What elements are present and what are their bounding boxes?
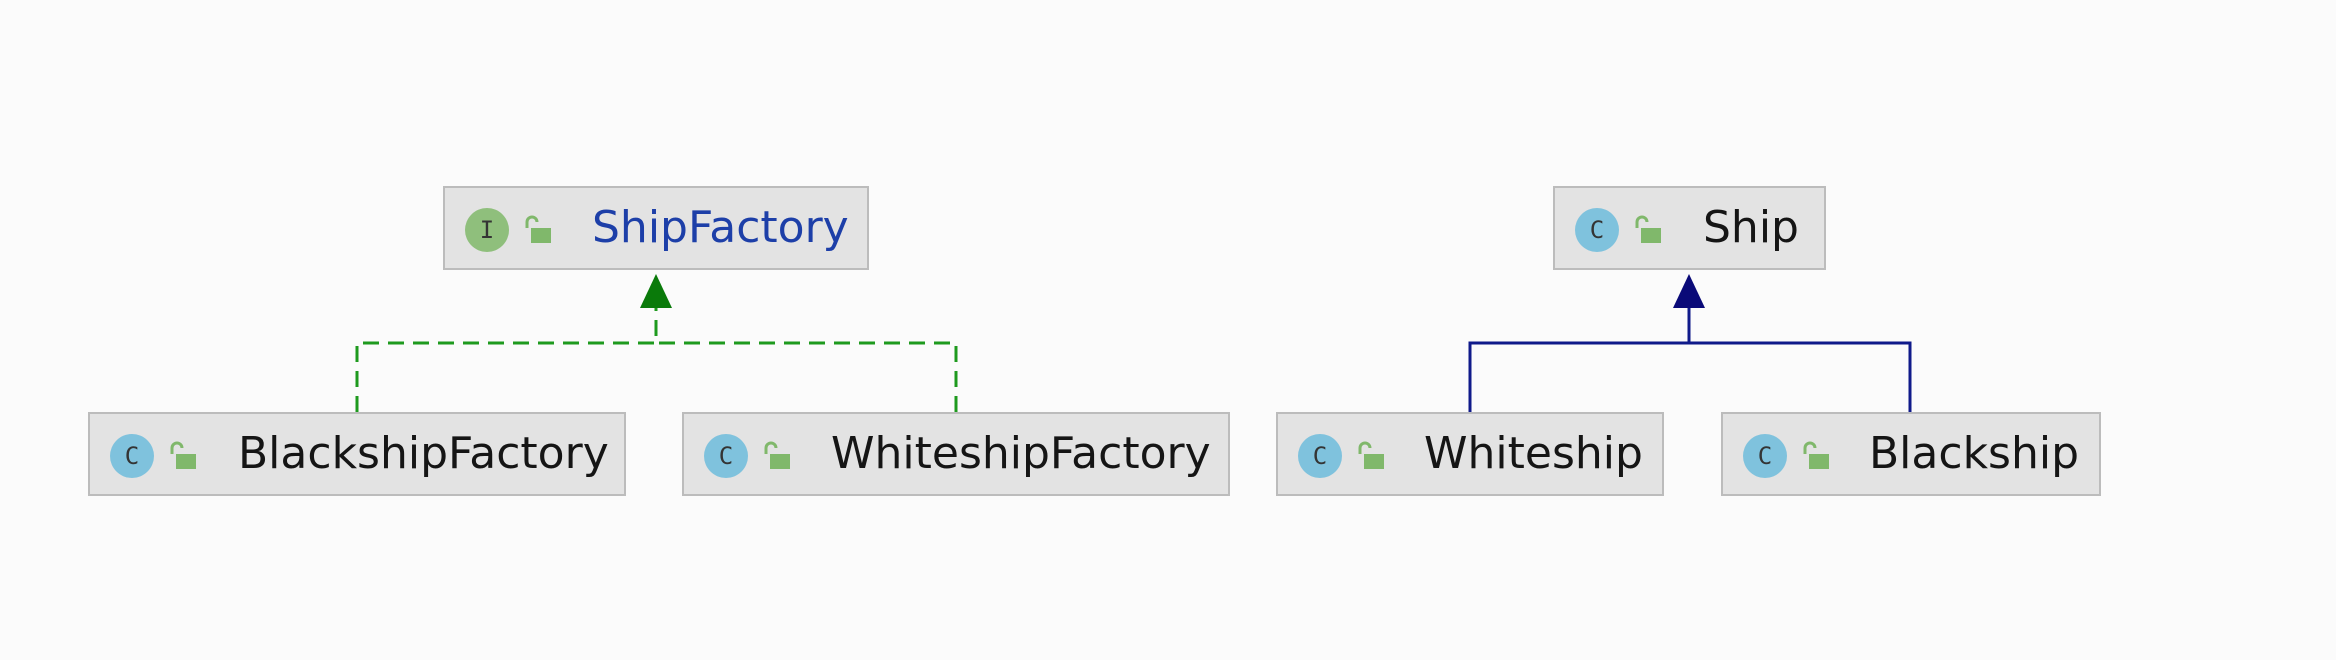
- unlocked-padlock-icon: [1358, 441, 1384, 469]
- implements-arrowhead: [640, 274, 672, 308]
- unlocked-padlock-icon: [764, 441, 790, 469]
- unlocked-padlock-icon: [1635, 215, 1661, 243]
- node-label: Ship: [1703, 202, 1799, 253]
- extends-edge-whiteship: [1468, 300, 1691, 412]
- class-icon: C: [1298, 434, 1342, 478]
- node-whiteshipfactory[interactable]: C WhiteshipFactory: [682, 412, 1230, 496]
- node-label: ShipFactory: [592, 202, 849, 253]
- node-label: Blackship: [1869, 428, 2080, 479]
- implements-edges: [355, 274, 958, 412]
- implements-edge-whiteshipfactory: [656, 341, 958, 412]
- class-icon: C: [1575, 208, 1619, 252]
- node-blackshipfactory[interactable]: C BlackshipFactory: [88, 412, 626, 496]
- node-label: WhiteshipFactory: [831, 428, 1211, 479]
- extends-edge-blackship: [1689, 341, 1912, 412]
- node-label: BlackshipFactory: [238, 428, 609, 479]
- node-ship[interactable]: C Ship: [1553, 186, 1826, 270]
- implements-edge-blackshipfactory: [355, 300, 658, 412]
- extends-arrowhead: [1673, 274, 1705, 308]
- unlocked-padlock-icon: [170, 441, 196, 469]
- class-icon: C: [110, 434, 154, 478]
- node-blackship[interactable]: C Blackship: [1721, 412, 2101, 496]
- extends-edges: [1468, 274, 1912, 412]
- node-shipfactory[interactable]: I ShipFactory: [443, 186, 869, 270]
- unlocked-padlock-icon: [525, 215, 551, 243]
- node-whiteship[interactable]: C Whiteship: [1276, 412, 1664, 496]
- class-icon: C: [704, 434, 748, 478]
- interface-icon: I: [465, 208, 509, 252]
- unlocked-padlock-icon: [1803, 441, 1829, 469]
- class-icon: C: [1743, 434, 1787, 478]
- node-label: Whiteship: [1424, 428, 1643, 479]
